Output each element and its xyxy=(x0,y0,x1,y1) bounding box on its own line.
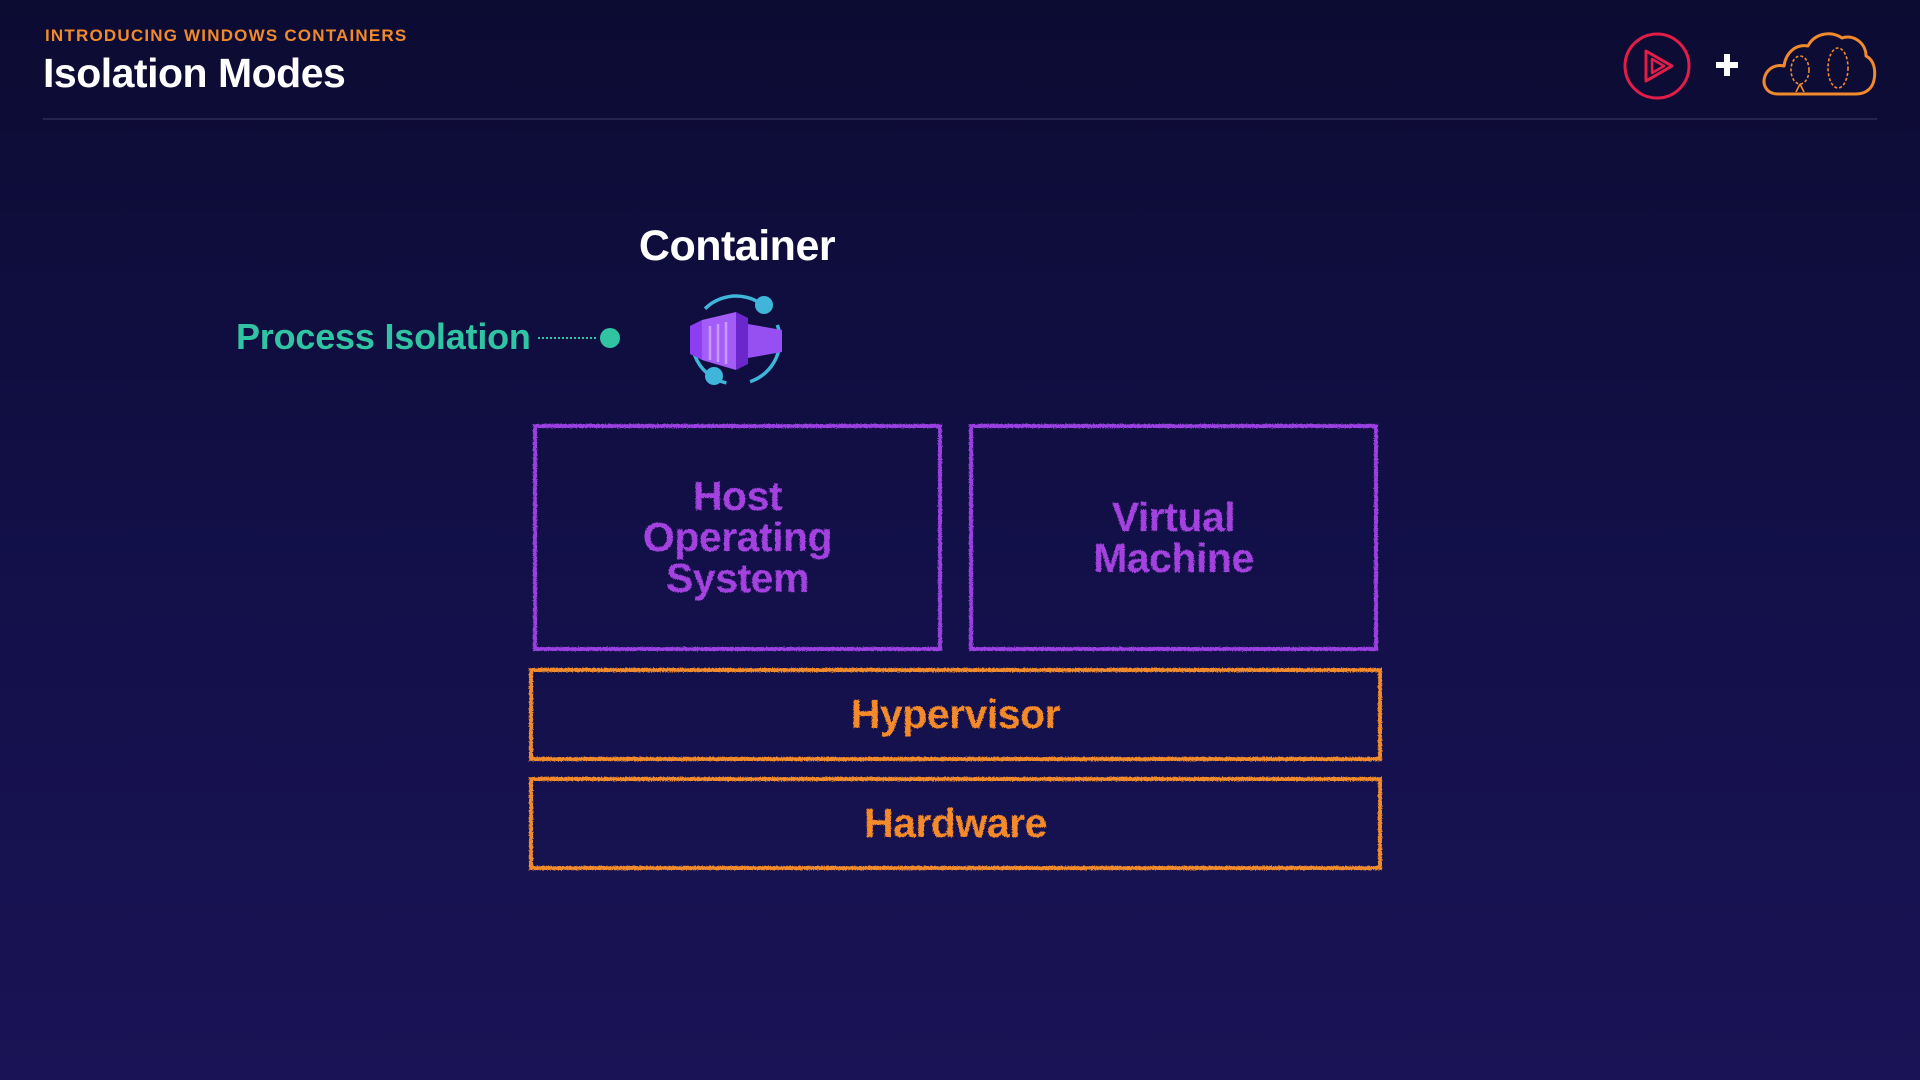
container-cube-icon xyxy=(690,294,782,386)
virtual-machine-label: Virtual Machine xyxy=(1093,493,1254,581)
process-isolation-dot xyxy=(600,328,620,348)
virtual-machine-layer: Virtual Machine xyxy=(969,424,1378,651)
hardware-layer: Hardware xyxy=(529,777,1382,870)
container-label: Container xyxy=(638,222,836,270)
hypervisor-label: Hypervisor xyxy=(850,691,1061,737)
hypervisor-layer: Hypervisor xyxy=(529,668,1382,761)
process-isolation-label: Process Isolation xyxy=(236,316,531,357)
page-title: Isolation Modes xyxy=(43,50,346,96)
host-os-layer: Host Operating System xyxy=(533,424,942,651)
plus-icon xyxy=(1716,54,1738,76)
process-isolation-connector xyxy=(538,337,596,339)
play-logo-icon xyxy=(1623,32,1691,100)
section-kicker: INTRODUCING WINDOWS CONTAINERS xyxy=(45,26,408,45)
header-divider xyxy=(43,118,1877,120)
host-os-label: Host Operating System xyxy=(642,473,833,601)
hardware-label: Hardware xyxy=(864,800,1047,846)
cloud-logo-icon xyxy=(1762,32,1877,96)
